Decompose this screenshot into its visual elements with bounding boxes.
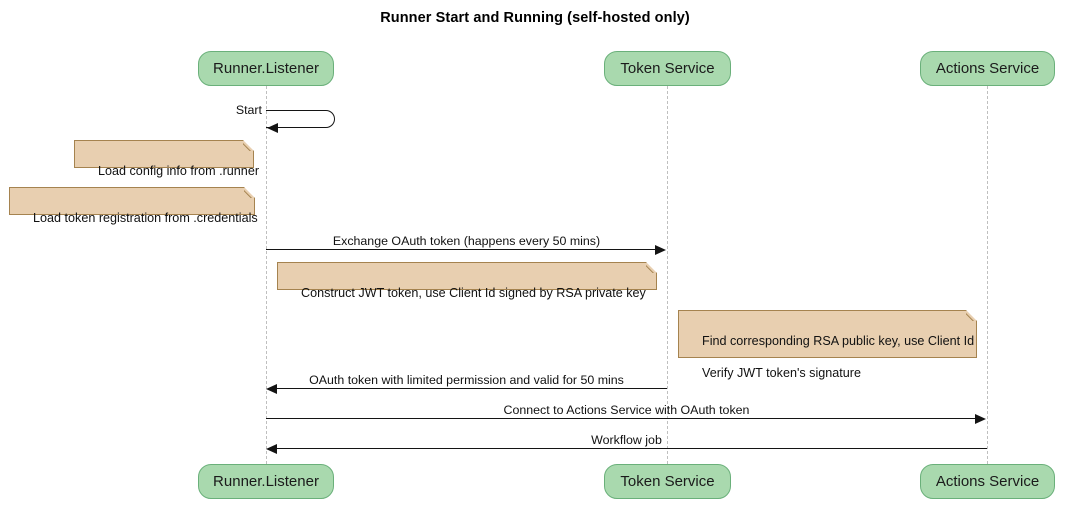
note-load-config: Load config info from .runner — [74, 140, 259, 178]
note-load-credentials: Load token registration from .credential… — [9, 187, 258, 225]
participant-token-bottom[interactable]: Token Service — [604, 464, 731, 499]
message-connect-actions-label: Connect to Actions Service with OAuth to… — [503, 403, 750, 417]
participant-runner-top[interactable]: Runner.Listener — [198, 51, 334, 86]
message-exchange-oauth-arrowhead — [655, 245, 666, 255]
message-oauth-return-line — [277, 388, 667, 389]
message-connect-actions-line — [266, 418, 976, 419]
message-exchange-oauth-line — [266, 249, 656, 250]
participant-actions-top[interactable]: Actions Service — [920, 51, 1055, 86]
self-message-start-arrowhead — [267, 123, 278, 133]
note-construct-jwt: Construct JWT token, use Client Id signe… — [277, 262, 657, 300]
message-connect-actions-arrowhead — [975, 414, 986, 424]
note-fold-icon — [646, 262, 657, 273]
note-load-credentials-text: Load token registration from .credential… — [33, 211, 258, 225]
note-fold-icon — [966, 310, 977, 321]
message-workflow-job-arrowhead — [266, 444, 277, 454]
message-workflow-job-line — [277, 448, 987, 449]
message-oauth-return-label: OAuth token with limited permission and … — [309, 373, 624, 387]
note-construct-jwt-text: Construct JWT token, use Client Id signe… — [301, 286, 646, 300]
note-fold-icon — [244, 187, 255, 198]
self-message-start-label: Start — [235, 103, 262, 117]
participant-token-top[interactable]: Token Service — [604, 51, 731, 86]
lifeline-runner — [266, 86, 267, 464]
self-message-start-loop — [266, 110, 335, 128]
message-exchange-oauth-label: Exchange OAuth token (happens every 50 m… — [332, 234, 601, 248]
note-load-config-text: Load config info from .runner — [98, 164, 260, 178]
note-verify-jwt-line2: Verify JWT token's signature — [702, 366, 861, 380]
note-fold-icon — [243, 140, 254, 151]
page-title: Runner Start and Running (self-hosted on… — [380, 10, 690, 26]
participant-actions-bottom[interactable]: Actions Service — [920, 464, 1055, 499]
note-verify-jwt-line1: Find corresponding RSA public key, use C… — [702, 334, 975, 348]
lifeline-token — [667, 86, 668, 464]
message-workflow-job-label: Workflow job — [591, 433, 662, 447]
note-verify-jwt: Find corresponding RSA public key, use C… — [678, 310, 977, 380]
lifeline-actions — [987, 86, 988, 464]
message-oauth-return-arrowhead — [266, 384, 277, 394]
participant-runner-bottom[interactable]: Runner.Listener — [198, 464, 334, 499]
